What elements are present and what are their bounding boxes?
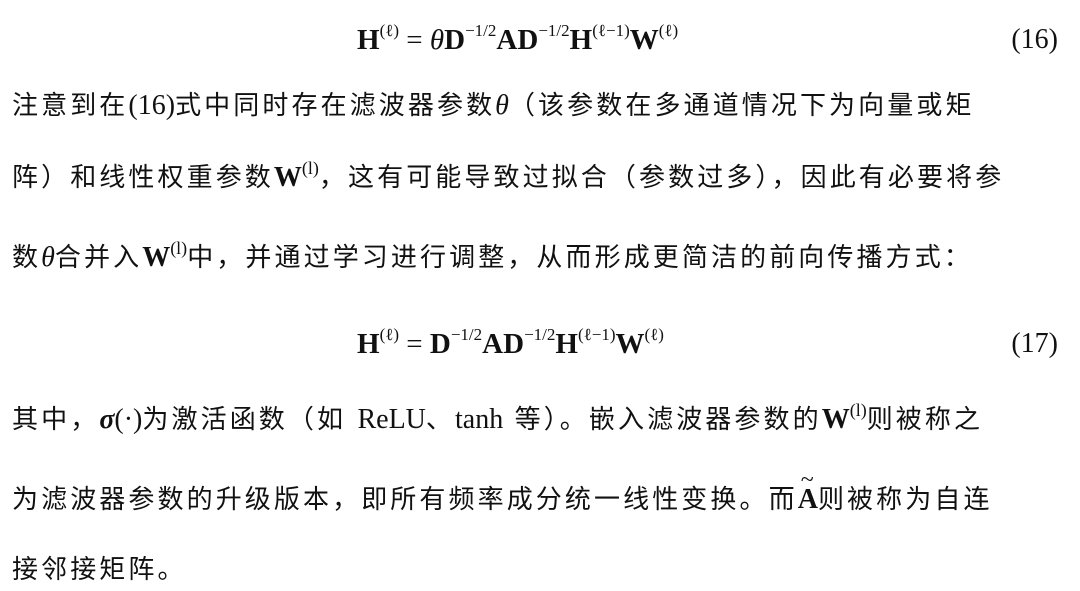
W-superscript: (l) (301, 158, 319, 178)
equation-17: H(ℓ) = D−1/2AD−1/2H(ℓ−1)W(ℓ) (17) (0, 318, 1080, 370)
text-span: 则被称之 (866, 405, 984, 435)
eq16-D2: D (517, 24, 539, 56)
paragraph-2-line-3: 接邻接矩阵。 (12, 550, 187, 590)
W-superscript: (l) (170, 238, 188, 258)
equation-16-body: H(ℓ) = θD−1/2AD−1/2H(ℓ−1)W(ℓ) (357, 14, 678, 70)
text-span: （该参数在多通道情况下为向量或矩 (508, 91, 975, 121)
eq17-H: H (357, 328, 380, 360)
eq17-equals: = (399, 328, 430, 360)
eq16-theta: θ (429, 24, 445, 56)
equation-16-number: (16) (1011, 24, 1058, 55)
text-span: 式中同时存在滤波器参数 (175, 91, 496, 121)
equation-17-number: (17) (1011, 328, 1058, 359)
eq16-A: A (496, 24, 518, 56)
eq17-D2-sup: −1/2 (524, 325, 556, 344)
eq16-W: W (629, 24, 659, 56)
relu-term: ReLU (357, 404, 426, 435)
text-span: ，这有可能导致过拟合（参数过多），因此有必要将参 (318, 163, 1005, 193)
text-span: 数 (12, 243, 42, 273)
paragraph-2-line-1: 其中，σ(·)为激活函数（如 ReLU、tanh 等）。嵌入滤波器参数的W(l)… (12, 400, 983, 442)
paragraph-1-line-1: 注意到在(16)式中同时存在滤波器参数θ（该参数在多通道情况下为向量或矩 (12, 86, 975, 126)
eq17-A: A (482, 328, 504, 360)
W-symbol: W (142, 242, 171, 273)
tanh-term: tanh (455, 404, 504, 435)
text-span: 其中， (12, 405, 100, 435)
paragraph-1-line-3: 数θ合并入W(l)中，并通过学习进行调整，从而形成更简洁的前向传播方式： (12, 238, 973, 280)
theta-symbol: θ (41, 242, 55, 273)
eq17-D1: D (429, 328, 451, 360)
text-span: 中，并通过学习进行调整，从而形成更简洁的前向传播方式： (187, 243, 973, 273)
equation-17-body: H(ℓ) = D−1/2AD−1/2H(ℓ−1)W(ℓ) (357, 318, 664, 374)
text-span: 、 (425, 405, 456, 435)
sigma-argument: (·) (114, 404, 143, 435)
eq16-H-sup: (ℓ) (379, 21, 400, 40)
eq16-D1: D (444, 24, 466, 56)
eq17-H2: H (555, 328, 578, 360)
equation-ref: (16) (128, 90, 176, 121)
eq16-equals: = (399, 24, 430, 56)
W-superscript: (l) (849, 400, 867, 420)
equation-16: H(ℓ) = θD−1/2AD−1/2H(ℓ−1)W(ℓ) (16) (0, 14, 1080, 66)
W-symbol: W (821, 404, 850, 435)
eq17-D2: D (503, 328, 525, 360)
text-span: 阵）和线性权重参数 (12, 163, 274, 193)
theta-symbol: θ (495, 90, 509, 121)
text-span: 则被称为自连 (817, 485, 993, 515)
text-span: 注意到在 (12, 91, 129, 121)
eq17-W: W (615, 328, 645, 360)
sigma-symbol: σ (99, 404, 115, 435)
text-span: 为激活函数（如 (142, 405, 358, 435)
eq17-W-sup: (ℓ) (644, 325, 664, 344)
text-span: 接邻接矩阵。 (12, 555, 187, 585)
text-span: 为滤波器参数的升级版本，即所有频率成分统一线性变换。而 (12, 485, 798, 515)
eq16-H2-sup: (ℓ−1) (592, 21, 630, 40)
paragraph-1-line-2: 阵）和线性权重参数W(l)，这有可能导致过拟合（参数过多），因此有必要将参 (12, 158, 1004, 200)
eq16-D2-sup: −1/2 (538, 21, 570, 40)
eq17-H-sup: (ℓ) (379, 325, 400, 344)
W-symbol: W (273, 162, 302, 193)
text-span: 等）。嵌入滤波器参数的 (503, 405, 822, 435)
eq16-D1-sup: −1/2 (465, 21, 497, 40)
text-span: 合并入 (54, 243, 143, 273)
A-tilde-symbol: A (798, 460, 818, 520)
eq16-H: H (357, 24, 380, 56)
eq17-D1-sup: −1/2 (450, 325, 483, 344)
eq16-H2: H (569, 24, 593, 56)
eq17-H2-sup: (ℓ−1) (577, 325, 616, 344)
paragraph-2-line-2: 为滤波器参数的升级版本，即所有频率成分统一线性变换。而A则被称为自连 (12, 460, 993, 520)
eq16-W-sup: (ℓ) (658, 21, 679, 40)
